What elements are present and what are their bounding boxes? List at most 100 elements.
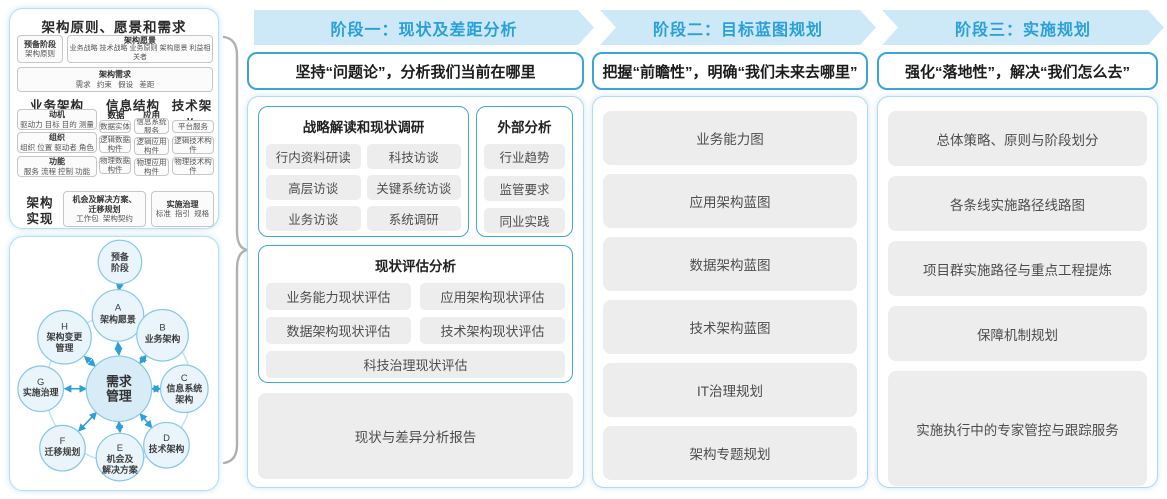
svg-text:C: C [181,372,188,383]
external-item: 同业实践 [484,208,565,233]
research-item: 系统调研 [366,206,461,231]
requirements-items: 需求 约束 假设 差距 [75,79,155,89]
physical-tech-box: 物理技术构件 [172,157,214,175]
phase2-container: 业务能力图 应用架构蓝图 数据架构蓝图 技术架构蓝图 IT治理规划 架构专题规划 [592,96,868,488]
physical-data-box: 物理数据构件 [99,156,131,174]
function-title: 功能 [49,157,65,167]
svg-text:F: F [60,435,66,446]
implementation-governance-box: 实施治理 标准 指引 规格 [151,191,214,227]
external-item: 行业趋势 [484,144,565,169]
svg-text:技术架构: 技术架构 [149,443,185,454]
motivation-box: 动机 驱动力 目标 目的 测量 [17,109,97,130]
phase3-banner: 阶段三：实施规划 [882,10,1164,45]
research-item: 高层访谈 [266,175,361,200]
svg-text:信息系统: 信息系统 [167,383,203,394]
phase2-banner: 阶段二：目标蓝图规划 [600,10,876,45]
svg-text:A: A [115,302,122,313]
node-a-vision [91,289,145,342]
svg-text:实施治理: 实施治理 [23,387,59,398]
data-subheader: 数据 [107,110,125,120]
opportunity-migration-box: 机会及解决方案、 迁移规划 工作包 架构契约 [63,191,146,227]
arrow-center-e [115,420,124,434]
node-e-opportunities [95,432,145,482]
prep-stage-box: 预备阶段 架构原则 [17,35,63,63]
curly-brace [222,35,248,465]
phase1-subtitle: 坚持“问题论”，分析我们当前在哪里 [247,52,584,90]
svg-text:管理: 管理 [106,389,132,404]
info-system-service-box: 信息系统服务 [134,118,169,134]
svg-text:架构变更: 架构变更 [46,331,84,342]
assessment-item: 技术架构现状评估 [420,317,565,344]
info-struct-header: 信息结构 [105,99,160,113]
prep-stage-line2: 架构原则 [25,49,55,59]
organization-box: 组织 组织 位置 驱动者 角色 [17,132,97,153]
logical-app-box: 逻辑应用构件 [134,137,169,155]
architecture-requirements-box: 架构需求 需求 约束 假设 差距 [17,67,213,92]
node-c-info-systems [159,364,209,414]
svg-text:G: G [37,376,44,387]
node-b-business [136,308,189,362]
phase2-item: IT治理规划 [603,363,857,417]
function-items: 服务 流程 控制 功能 [23,166,91,176]
phase1-banner: 阶段一：现状及差距分析 [254,10,594,45]
gap-analysis-report-box: 现状与差异分析报告 [258,393,573,479]
realization-label: 架构 实现 [26,196,54,227]
node-g-governance [17,365,65,413]
node-d-technology [143,421,190,469]
svg-text:D: D [163,432,170,443]
research-item: 关键系统访谈 [366,175,461,200]
current-state-assessment-box: 现状评估分析 业务能力现状评估 应用架构现状评估 数据架构现状评估 技术架构现状… [258,245,573,383]
architecture-content-panel: 架构原则、愿景和需求 预备阶段 架构原则 架构愿景 业务战略 技术战略 业务原则… [9,8,219,229]
node-h-change-mgmt [37,309,92,365]
physical-app-box: 物理应用构件 [134,158,169,176]
svg-text:预备: 预备 [111,251,129,262]
phase2-item: 技术架构蓝图 [603,300,857,354]
arrow-center-a [114,341,123,357]
phase3-item: 保障机制规划 [888,306,1147,361]
phase3-subtitle: 强化“落地性”，解决“我们怎么去” [877,52,1158,90]
svg-text:解决方案: 解决方案 [102,464,139,475]
node-requirements-mgmt [85,355,153,423]
phase3-item: 各条线实施路径线路图 [888,176,1147,231]
app-subheader: 应用 [142,110,160,120]
phase2-subtitle: 把握“前瞻性”，明确“我们未来去哪里” [592,52,868,90]
vision-title: 架构愿景 [124,35,156,45]
phase3-item: 项目群实施路径与重点工程提炼 [888,241,1147,296]
strategy-research-box: 战略解读和现状调研 行内资料研读 科技访谈 高层访谈 关键系统访谈 业务访谈 系… [258,106,469,237]
platform-service-box: 平台服务 [172,120,214,133]
phase3-item: 实施执行中的专家管控与跟踪服务 [888,371,1147,486]
svg-text:业务架构: 业务架构 [145,333,181,344]
motivation-items: 驱动力 目标 目的 测量 [20,119,94,129]
adm-cycle-diagram: 预备 阶段 A 架构愿景 H 架构变更 管理 B 业务架构 G 实施治理 C 信… [17,239,209,482]
phase2-item: 数据架构蓝图 [603,237,857,291]
arrow-center-h [83,355,96,367]
function-box: 功能 服务 流程 控制 功能 [17,156,97,177]
svg-text:迁移规划: 迁移规划 [45,446,81,457]
adm-cycle-panel: 预备 阶段 A 架构愿景 H 架构变更 管理 B 业务架构 G 实施治理 C 信… [9,236,219,491]
prep-l2: 阶段 [111,262,129,273]
vision-items: 业务战略 技术战略 业务原则 架构愿景 利益相关者 [69,45,211,61]
svg-text:E: E [117,442,123,453]
logical-tech-box: 逻辑技术构件 [172,136,214,154]
assessment-title: 现状评估分析 [375,259,456,274]
phase3-item: 总体策略、原则与阶段划分 [888,111,1147,166]
assessment-item: 应用架构现状评估 [420,283,565,310]
arrow-center-b [138,354,148,365]
assessment-item: 数据架构现状评估 [266,317,411,344]
svg-text:管理: 管理 [56,342,74,353]
svg-text:需求: 需求 [106,374,132,389]
prep-stage-line1: 预备阶段 [24,39,56,49]
svg-text:B: B [159,321,165,332]
data-entity-box: 数据实体 [99,120,131,133]
svg-text:架构愿景: 架构愿景 [99,313,136,324]
phase1-container: 战略解读和现状调研 行内资料研读 科技访谈 高层访谈 关键系统访谈 业务访谈 系… [247,96,584,488]
requirements-title: 架构需求 [99,70,131,80]
organization-items: 组织 位置 驱动者 角色 [20,142,94,152]
organization-title: 组织 [49,133,65,143]
research-item: 行内资料研读 [266,144,361,169]
arrow-center-d [139,412,153,429]
research-item: 业务访谈 [266,206,361,231]
svg-text:机会及: 机会及 [107,453,134,464]
research-item: 科技访谈 [366,144,461,169]
svg-text:架构: 架构 [174,394,193,405]
